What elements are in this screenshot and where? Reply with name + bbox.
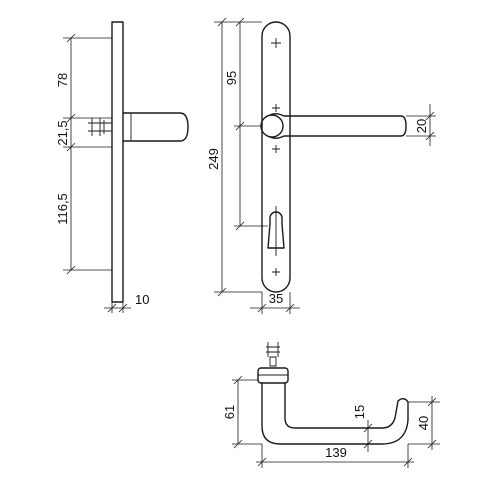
- plan-grip-ticks: [427, 397, 437, 449]
- dim-label-61: 61: [222, 405, 237, 419]
- dim-label-249: 249: [206, 148, 221, 170]
- dim-label-40: 40: [416, 416, 431, 430]
- side-plate: [111, 21, 124, 303]
- dim-label-95: 95: [224, 71, 239, 85]
- front-handle-rosette: [260, 114, 284, 138]
- dim-label-20: 20: [414, 119, 429, 133]
- front-top-screw: [271, 38, 281, 48]
- dim-label-10: 10: [135, 292, 149, 307]
- dim-label-78: 78: [55, 73, 70, 87]
- front-lower-screw: [272, 145, 280, 153]
- plan-spindle: [266, 342, 280, 367]
- side-handle-lever: [122, 112, 189, 142]
- dim-label-35: 35: [269, 291, 283, 306]
- side-view: 78 21,5 116,5 10: [55, 21, 189, 313]
- side-ticks: [66, 33, 76, 275]
- front-cylinder-cutout: [267, 211, 285, 249]
- plan-view: 61 15 40 139: [222, 342, 440, 468]
- plan-height-ticks: [233, 375, 243, 449]
- dim-label-116-5: 116,5: [55, 193, 70, 225]
- side-spindle: [88, 118, 112, 136]
- front-bottom-screw: [272, 268, 280, 276]
- side-thk-ticks: [107, 303, 128, 313]
- front-upper-screw: [272, 104, 280, 112]
- front-upper-ticks: [235, 17, 245, 231]
- front-height-ticks: [217, 17, 227, 297]
- front-view: 249 95 35 20: [206, 17, 436, 314]
- plan-rosette: [257, 367, 289, 384]
- dim-label-15: 15: [352, 405, 367, 419]
- plan-length-ticks: [257, 457, 413, 467]
- front-plate: [261, 21, 291, 293]
- plan-depth-ticks: [363, 423, 373, 449]
- plan-handle-outer: [261, 382, 409, 445]
- front-width-ticks: [257, 303, 295, 313]
- front-dia-ticks: [425, 111, 435, 141]
- dim-label-139: 139: [325, 445, 347, 460]
- dim-label-21-5: 21,5: [55, 120, 70, 145]
- front-handle-lever: [269, 113, 407, 139]
